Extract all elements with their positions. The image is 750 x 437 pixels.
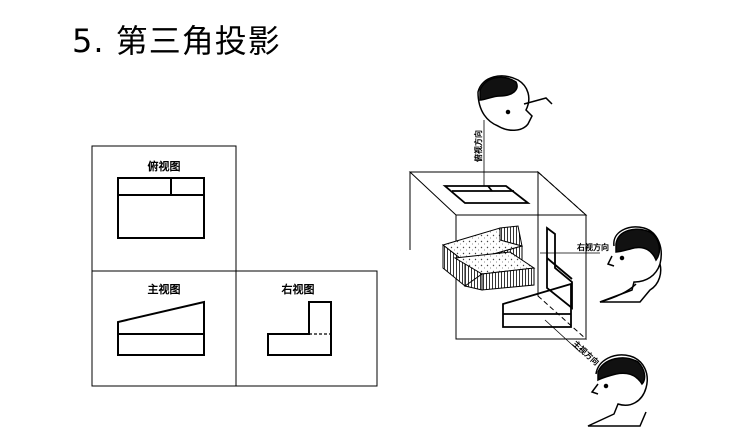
observer-front-icon xyxy=(587,354,648,427)
page-title: 5. 第三角投影 xyxy=(72,16,281,62)
right-view-label: 右视图 xyxy=(281,282,315,296)
right-view-panel xyxy=(235,270,378,387)
right-projection-plane xyxy=(537,170,587,341)
orthographic-views xyxy=(91,145,378,387)
front-view-label: 主视图 xyxy=(148,282,181,296)
top-view-drawing xyxy=(117,177,205,239)
front-plane-image xyxy=(502,282,572,328)
top-projection-plane xyxy=(408,171,588,216)
top-view-label: 俯视图 xyxy=(148,159,181,173)
top-plane-image xyxy=(442,185,531,204)
section-number: 5. xyxy=(72,22,105,60)
right-plane-image xyxy=(546,226,573,310)
3d-object xyxy=(441,225,536,291)
glass-box xyxy=(408,120,600,353)
front-direction-label: 主视方向 xyxy=(571,338,601,367)
right-view-drawing xyxy=(267,301,332,356)
top-direction-label: 俯视方向 xyxy=(473,130,483,162)
section-title: 第三角投影 xyxy=(115,22,281,60)
observer-right-icon xyxy=(599,226,662,303)
right-direction-label: 右视方向 xyxy=(576,242,609,252)
front-view-drawing xyxy=(117,300,205,356)
observer-top-icon xyxy=(477,75,553,131)
